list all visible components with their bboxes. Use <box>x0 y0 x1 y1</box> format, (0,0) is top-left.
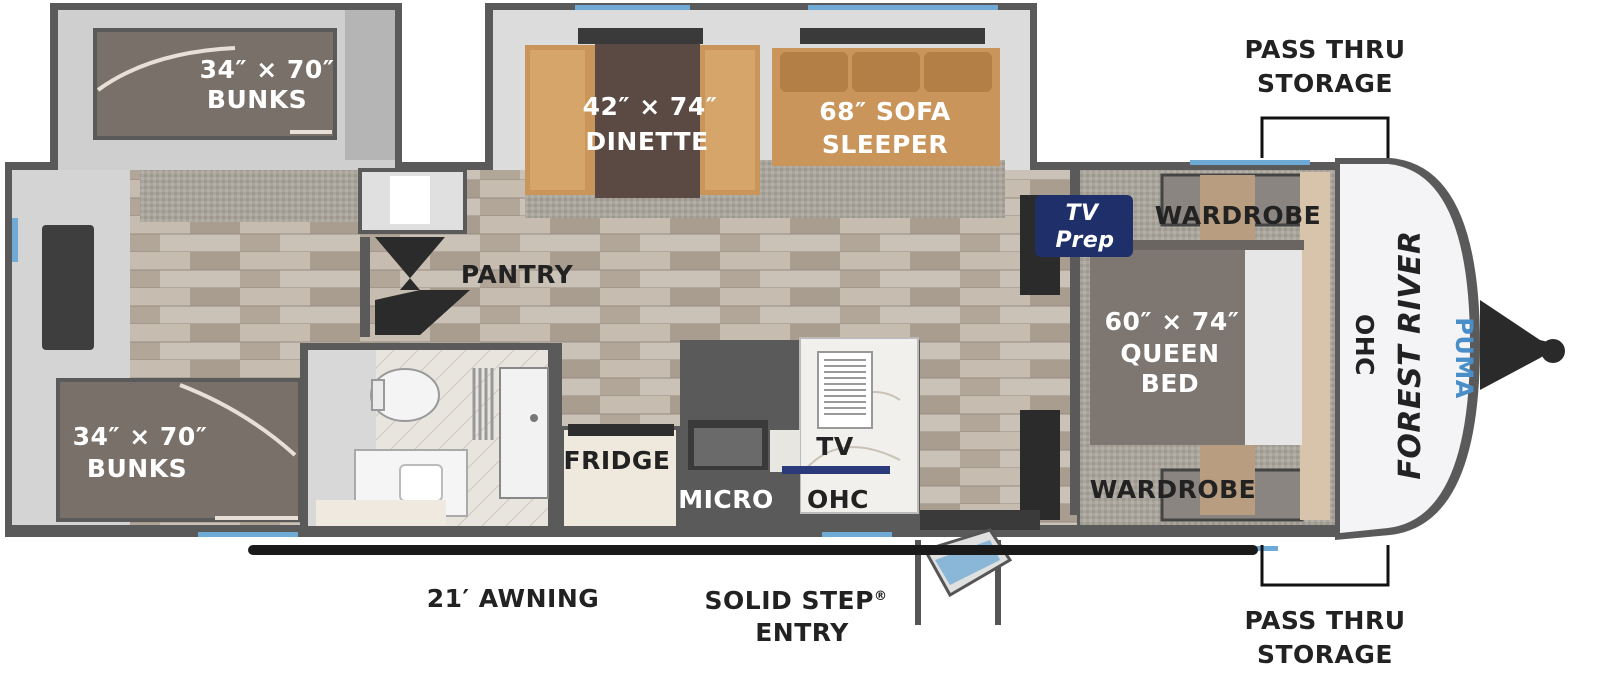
pantry <box>358 168 470 337</box>
bunk-ladder-top <box>345 10 395 160</box>
bedroom <box>1070 170 1330 522</box>
fridge <box>560 426 680 530</box>
wardrobe-bottom-label: WARDROBE <box>1090 475 1256 504</box>
tv-prep-label-1: TV <box>1065 201 1100 226</box>
pass-thru-top-label-1: PASS THRU <box>1245 35 1406 64</box>
awning-label: 21′ AWNING <box>427 584 600 613</box>
bunks-top-size-label: 34″ × 70″ <box>200 55 335 84</box>
bunk-top <box>93 28 337 140</box>
tv-prep-label-2: Prep <box>1056 228 1115 253</box>
kitchen-counter <box>680 337 920 530</box>
pass-thru-bottom-label-1: PASS THRU <box>1245 606 1406 635</box>
bathroom <box>300 343 562 530</box>
pass-thru-storage-top <box>1260 116 1390 158</box>
dinette-size-label: 42″ × 74″ <box>583 92 718 121</box>
bunks-top-name-label: BUNKS <box>207 85 307 114</box>
dinette <box>525 28 760 198</box>
brand-puma: PUMA <box>1450 317 1478 399</box>
sofa-size-label: 68″ SOFA <box>819 97 951 126</box>
entry-label-1: SOLID STEP® <box>705 586 888 615</box>
pantry-label: PANTRY <box>461 260 574 289</box>
rear-window <box>12 218 18 262</box>
sofa-sleeper <box>772 28 1000 166</box>
brand-forest-river: FOREST RIVER <box>1393 230 1428 479</box>
pass-thru-bottom-label-2: STORAGE <box>1257 640 1393 669</box>
pass-thru-top-label-2: STORAGE <box>1257 69 1393 98</box>
tv-prep-badge <box>1035 195 1133 257</box>
rear-cabinet <box>42 225 94 350</box>
fridge-label: FRIDGE <box>564 446 671 475</box>
bed-name-label-1: QUEEN <box>1120 339 1219 368</box>
bed-size-label: 60″ × 74″ <box>1105 307 1240 336</box>
pass-thru-storage-bottom <box>1260 545 1390 587</box>
bunk-bottom <box>56 378 302 522</box>
micro-label: MICRO <box>678 485 774 514</box>
bunks-bottom-name-label: BUNKS <box>87 454 187 483</box>
dinette-name-label: DINETTE <box>585 127 708 156</box>
wardrobe-top-label: WARDROBE <box>1155 201 1321 230</box>
bunks-bottom-size-label: 34″ × 70″ <box>73 422 208 451</box>
entry-label-2: ENTRY <box>755 618 849 647</box>
solid-step <box>915 528 1013 625</box>
carpet-strip-bunk <box>140 170 360 222</box>
bed-name-label-2: BED <box>1141 369 1199 398</box>
ohc-front-label: OHC <box>1350 314 1379 376</box>
tv-kitchen-label: TV <box>816 432 854 461</box>
sofa-name-label: SLEEPER <box>822 130 948 159</box>
ohc-kitchen-label: OHC <box>807 485 869 514</box>
awning <box>248 545 1258 555</box>
fridge-top <box>568 424 674 436</box>
